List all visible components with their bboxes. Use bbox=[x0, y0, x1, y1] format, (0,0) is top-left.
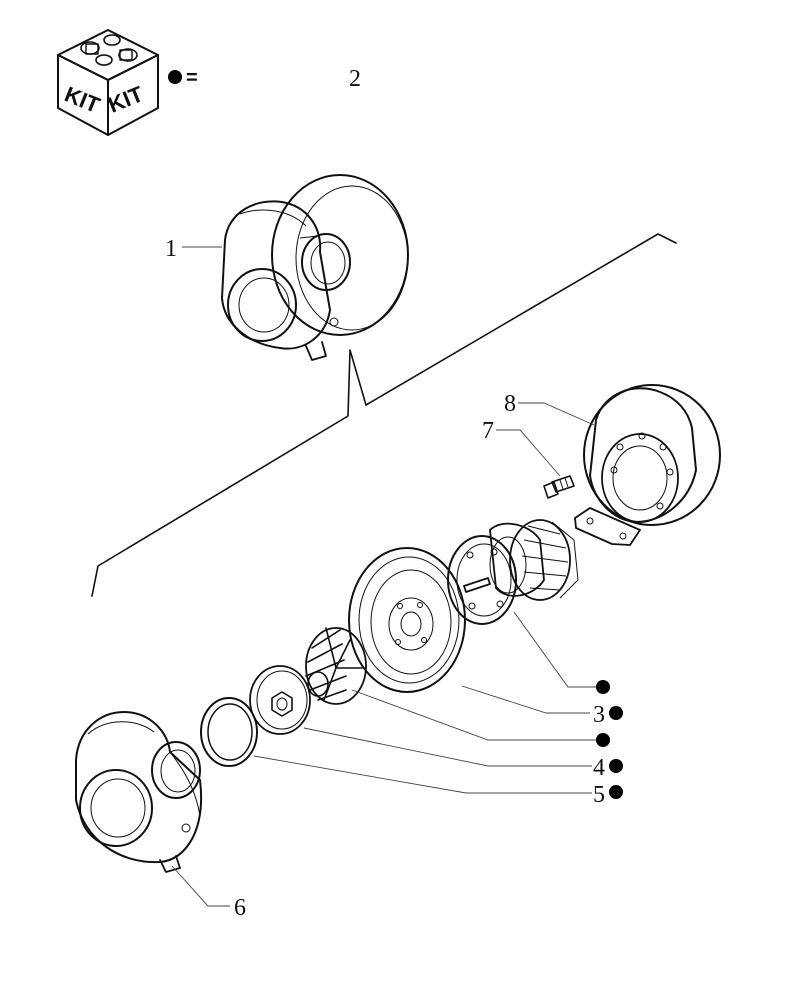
turbocharger-assembly bbox=[221, 174, 409, 361]
label-item-5: 5 bbox=[593, 782, 605, 808]
compressor-wheel bbox=[305, 627, 367, 705]
kit-equals: = bbox=[186, 67, 198, 89]
kit-dot-3 bbox=[609, 706, 623, 720]
backing-plate-part-3 bbox=[348, 547, 466, 693]
kit-dot-4 bbox=[609, 759, 623, 773]
bolt-part-7 bbox=[543, 475, 575, 499]
leader-3 bbox=[461, 685, 590, 714]
kit-box-icon: KIT KIT bbox=[57, 29, 159, 136]
turbine-housing-part-8 bbox=[574, 384, 721, 546]
label-item-3: 3 bbox=[593, 702, 605, 728]
kit-label-right: KIT bbox=[105, 81, 148, 118]
label-item-7: 7 bbox=[482, 418, 494, 444]
kit-dot-wheel bbox=[596, 733, 610, 747]
label-item-8: 8 bbox=[504, 391, 516, 417]
core-shaft-assembly bbox=[447, 519, 579, 625]
kit-dot-5 bbox=[609, 785, 623, 799]
label-item-6: 6 bbox=[234, 895, 246, 921]
retaining-ring-part-4 bbox=[249, 665, 311, 735]
leader-6 bbox=[171, 865, 230, 907]
break-line bbox=[91, 233, 677, 597]
leader-8 bbox=[518, 402, 595, 426]
seal-ring-part-5 bbox=[200, 697, 258, 767]
leader-core bbox=[513, 611, 596, 688]
leader-wheel bbox=[351, 689, 596, 741]
leader-4 bbox=[303, 727, 592, 767]
kit-dot-core bbox=[596, 680, 610, 694]
leader-5 bbox=[253, 755, 592, 794]
label-item-1: 1 bbox=[165, 236, 177, 262]
kit-dot-icon bbox=[168, 70, 182, 84]
label-item-4: 4 bbox=[593, 755, 605, 781]
kit-quantity: 2 bbox=[349, 66, 361, 92]
leader-7 bbox=[496, 429, 561, 477]
compressor-housing-part-6 bbox=[75, 711, 203, 873]
